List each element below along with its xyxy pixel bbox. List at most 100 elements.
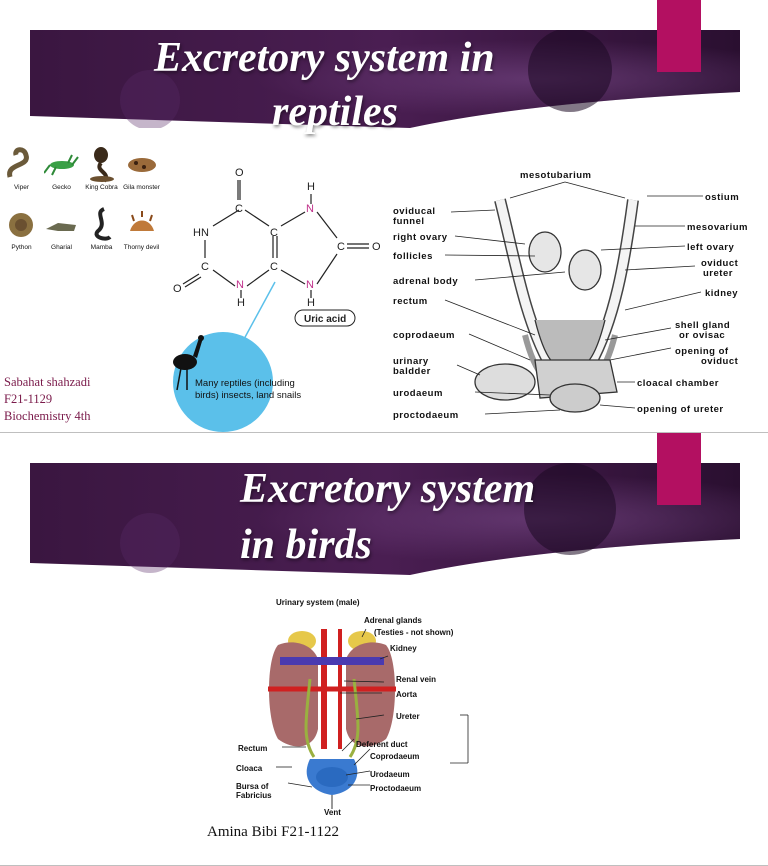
label-kidney: Kidney <box>390 644 417 653</box>
circle-text-1: Many reptiles (including <box>195 378 295 389</box>
accent-tab <box>657 433 701 505</box>
label-follicles: follicles <box>393 251 433 262</box>
viper-icon <box>7 147 29 178</box>
label-opening-of-ureter: opening of ureter <box>637 404 724 415</box>
label-opening-of-1: opening of <box>675 346 729 357</box>
label-rectum: rectum <box>393 296 428 307</box>
slide-birds: Excretory system in birds <box>0 433 768 866</box>
atom-hn: HN <box>193 227 209 239</box>
gila-monster-icon <box>128 158 156 172</box>
reptile-label: Gharial <box>51 244 72 251</box>
atom-h-top: H <box>307 181 315 193</box>
reptile-card: Gila monster <box>122 140 161 198</box>
label-aorta: Aorta <box>396 690 417 699</box>
title-line-2: reptiles <box>272 89 398 135</box>
atom-n-right: N <box>306 203 314 215</box>
atom-c4: C <box>270 261 278 273</box>
mamba-icon <box>94 207 112 241</box>
label-testes: (Testies - not shown) <box>374 628 454 637</box>
title-line-2: in birds <box>240 522 372 568</box>
label-right-ovary: right ovary <box>393 232 448 243</box>
title-banner: Excretory system in birds <box>30 463 740 575</box>
reptile-grid: Viper Gecko King Cobra Gila monster Pyth… <box>2 140 162 260</box>
label-cloaca: Cloaca <box>236 764 263 773</box>
reptile-card: Mamba <box>82 200 121 258</box>
label-proctodaeum: proctodaeum <box>393 410 459 421</box>
atom-o-top: O <box>235 167 244 179</box>
atom-c2: C <box>270 227 278 239</box>
label-ureter: ureter <box>703 268 733 279</box>
atom-c1: C <box>235 203 243 215</box>
label-vent: Vent <box>324 808 341 817</box>
label-coprodaeum: Coprodaeum <box>370 752 419 761</box>
label-shell-gland-2: or ovisac <box>679 330 725 341</box>
gecko-icon <box>44 154 79 176</box>
reptile-label: Python <box>11 244 32 251</box>
habitat-circle <box>173 332 273 432</box>
label-urodaeum: urodaeum <box>393 388 443 399</box>
reptile-label: Gecko <box>52 184 71 191</box>
reptile-label: Gila monster <box>123 184 160 191</box>
circle-text-2: birds) insects, land snails <box>195 390 301 401</box>
label-bursa-1: Bursa of <box>236 782 269 791</box>
reptile-card: Gharial <box>42 200 81 258</box>
slide-reptiles: Excretory system in reptiles Viper Gecko… <box>2 0 748 432</box>
reptile-label: King Cobra <box>85 184 118 191</box>
reptile-card: Thorny devil <box>122 200 161 258</box>
author-id: F21-1129 <box>4 392 53 406</box>
author-course: Biochemistry 4th <box>4 409 91 423</box>
atom-o-left: O <box>173 283 182 295</box>
label-adrenal-body: adrenal body <box>393 276 458 287</box>
label-ureter: Ureter <box>396 712 420 721</box>
title-line-1: Excretory system <box>240 466 536 512</box>
atom-n-left: N <box>236 279 244 291</box>
label-mesovarium: mesovarium <box>687 222 748 233</box>
ostrich-icon <box>173 335 204 391</box>
label-left-ovary: left ovary <box>687 242 734 253</box>
reptile-urogenital-diagram: mesotubarium ostium oviducal funnel meso… <box>393 170 748 421</box>
author-label: Amina Bibi F21-1122 <box>207 824 339 840</box>
atom-n-bottom: N <box>306 279 314 291</box>
author-name: Sabahat shahzadi <box>4 375 91 389</box>
label-renal-vein: Renal vein <box>396 675 436 684</box>
label-mesotubarium: mesotubarium <box>520 170 591 181</box>
label-kidney: kidney <box>705 288 738 299</box>
author-block: Sabahat shahzadi F21-1129 Biochemistry 4… <box>4 374 90 425</box>
title-line-1: Excretory system in <box>154 35 495 81</box>
label-urinary-1: urinary <box>393 356 429 367</box>
reptile-card: King Cobra <box>82 140 121 198</box>
reptile-card: Python <box>2 200 41 258</box>
atom-h-bottom-2: H <box>307 297 315 309</box>
label-adrenal-glands: Adrenal glands <box>364 616 422 625</box>
bird-urinary-diagram: Urinary system (male) Adrenal glands (Te… <box>236 598 469 817</box>
label-proctodaeum: Proctodaeum <box>370 784 421 793</box>
title-banner: Excretory system in reptiles <box>30 30 740 135</box>
label-ostium: ostium <box>705 192 739 203</box>
uric-acid-diagram: O H HN C C C C C N N N O O H H Uric acid… <box>173 167 380 432</box>
label-shell-gland-1: shell gland <box>675 320 730 331</box>
label-oviduct: oviduct <box>701 258 739 269</box>
atom-c3: C <box>201 261 209 273</box>
thorny-devil-icon <box>130 211 154 231</box>
accent-tab <box>657 0 701 72</box>
label-cloacal-chamber: cloacal chamber <box>637 378 719 389</box>
label-deferent-duct: Deferent duct <box>356 740 408 749</box>
label-oviducal-2: funnel <box>393 216 425 227</box>
python-icon <box>9 213 33 237</box>
gharial-icon <box>46 223 76 231</box>
reptile-label: Thorny devil <box>123 244 160 251</box>
uric-acid-label: Uric acid <box>304 314 346 325</box>
label-urodaeum: Urodaeum <box>370 770 410 779</box>
atom-c5: C <box>337 241 345 253</box>
reptile-card: Gecko <box>42 140 81 198</box>
bird-diagram-title: Urinary system (male) <box>276 598 360 607</box>
atom-o-right: O <box>372 241 380 253</box>
reptile-card: Viper <box>2 140 41 198</box>
label-bursa-2: Fabricius <box>236 791 272 800</box>
reptile-label: Mamba <box>90 244 113 251</box>
label-urinary-2: baldder <box>393 366 431 377</box>
label-oviducal-1: oviducal <box>393 206 436 217</box>
king-cobra-icon <box>90 147 114 183</box>
label-rectum: Rectum <box>238 744 267 753</box>
atom-h-bottom-1: H <box>237 297 245 309</box>
